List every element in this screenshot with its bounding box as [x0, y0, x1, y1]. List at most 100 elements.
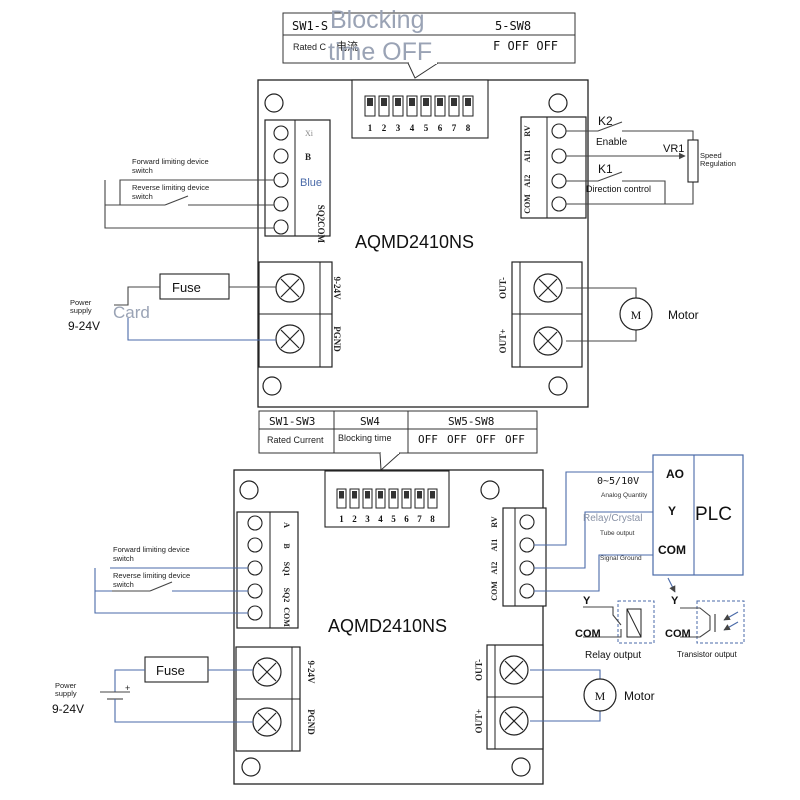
top-settings-table: SW1-S 5-SW8 Rated C 电流 F OFF OFF Blockin… — [282, 6, 576, 79]
bottom-settings-table: SW1-SW3 SW4 SW5-SW8 Rated Current Blocki… — [258, 410, 538, 472]
top-dip-switch-knob — [409, 98, 415, 106]
relay-output-label: Relay output — [585, 650, 641, 661]
top-power-pos-label: 9-24V — [332, 277, 342, 300]
top-motor-symbol: M — [631, 308, 642, 322]
top-dip-switch-knob — [451, 98, 457, 106]
relay-output: Y COM Relay output — [575, 595, 655, 661]
bottom-dip-number: 1 — [339, 514, 344, 524]
top-dip-switch-knob — [465, 98, 471, 106]
top-right-pin-label: AI2 — [523, 175, 532, 188]
top-vr1: VR1 — [663, 143, 684, 155]
bottom-table-off: OFF — [418, 433, 438, 446]
bottom-forward-label: Forward limiting device — [113, 545, 190, 554]
bottom-dip-switch-knob — [352, 491, 357, 499]
top-forward-label: Forward limiting device — [132, 157, 209, 166]
top-right-pin-label: RV — [523, 125, 532, 136]
top-mount-hole — [548, 93, 568, 113]
top-pin-label: Xi — [305, 129, 314, 138]
bottom-right-pin-label: RV — [490, 516, 499, 527]
top-pin-label: SQ2 — [316, 205, 326, 222]
bottom-board-name: AQMD2410NS — [328, 616, 447, 636]
top-dip-switch-knob — [437, 98, 443, 106]
bottom-dip-number: 2 — [352, 514, 357, 524]
bottom-dip-switch-knob — [404, 491, 409, 499]
top-fuse-label: Fuse — [172, 280, 201, 295]
top-control-wiring: K2 Enable VR1 Speed Regulation K1 Direct… — [566, 114, 736, 205]
top-motor-label: Motor — [668, 308, 699, 322]
bottom-reverse-label: Reverse limiting device — [113, 571, 190, 580]
bottom-plus: + — [125, 683, 130, 693]
top-mount-hole — [262, 376, 282, 396]
bottom-motor-symbol: M — [595, 689, 606, 703]
top-dip-switch-knob — [423, 98, 429, 106]
transistor-output-label: Transistor output — [677, 650, 738, 659]
bottom-dip-switch-knob — [378, 491, 383, 499]
top-power-terminal: 9-24V PGND — [258, 261, 342, 368]
bottom-dip-number: 5 — [391, 514, 396, 524]
top-mount-hole — [264, 93, 284, 113]
bottom-mount-hole — [239, 480, 259, 500]
relay-y: Y — [583, 595, 591, 607]
bottom-table-sw4: SW4 — [360, 415, 380, 428]
top-dip-switch-knob — [367, 98, 373, 106]
tube-output: Tube output — [600, 530, 635, 537]
bottom-right-terminal-block: RV AI1 AI2 COM — [490, 507, 547, 607]
bottom-out-plus: OUT+ — [474, 709, 484, 734]
bottom-table-sw5: SW5-SW8 — [448, 415, 494, 428]
bottom-table-off: OFF — [505, 433, 525, 446]
bottom-dip-number: 6 — [404, 514, 409, 524]
bottom-table-blocking: Blocking time — [338, 433, 392, 443]
top-right-terminal-block: RV AI1 AI2 COM — [520, 116, 587, 219]
top-power-label-2: supply — [70, 306, 92, 315]
bottom-table-rated: Rated Current — [267, 435, 324, 445]
top-mount-hole — [548, 376, 568, 396]
top-speed: Speed — [700, 151, 722, 160]
analog-range: 0~5/10V — [597, 476, 639, 487]
top-forward-label-2: switch — [132, 166, 153, 175]
top-voltage: 9-24V — [68, 319, 100, 333]
top-card-overlay: Card — [113, 303, 150, 322]
top-motor: M Motor — [566, 287, 699, 342]
top-table-off: F OFF OFF — [493, 39, 558, 53]
top-reverse-label-2: switch — [132, 192, 153, 201]
top-output-terminal: OUT- OUT+ — [498, 261, 583, 368]
bottom-dip-number: 7 — [417, 514, 422, 524]
bottom-output-terminal: OUT- OUT+ — [474, 644, 544, 750]
bottom-dip-switch-knob — [430, 491, 435, 499]
top-board-name: AQMD2410NS — [355, 232, 474, 252]
bottom-mount-hole — [241, 757, 261, 777]
top-potentiometer — [687, 139, 699, 183]
top-dip-number: 1 — [368, 123, 373, 133]
bottom-pin-label: SQ2 — [282, 588, 291, 603]
top-right-pin-label: AI1 — [523, 150, 532, 163]
analog-quantity: Analog Quantity — [601, 492, 648, 499]
top-limit-wiring: Forward limiting device switch Reverse l… — [104, 157, 274, 229]
top-enable: Enable — [596, 137, 628, 148]
bottom-pin-label: SQ1 — [282, 562, 291, 577]
bottom-limit-wiring: Forward limiting device switch Reverse l… — [94, 545, 248, 614]
trans-com: COM — [665, 628, 691, 640]
top-table-sw-right: 5-SW8 — [495, 19, 531, 33]
plc-label: PLC — [695, 504, 732, 525]
bottom-table-sw1: SW1-SW3 — [269, 415, 315, 428]
top-speed-2: Regulation — [700, 159, 736, 168]
plc-box — [652, 454, 744, 576]
bottom-mount-hole — [480, 480, 500, 500]
top-dip-number: 2 — [382, 123, 387, 133]
trans-y: Y — [671, 595, 679, 607]
bottom-forward-label-2: switch — [113, 554, 134, 563]
top-pin-label: COM — [316, 221, 326, 244]
top-direction: Direction control — [586, 184, 651, 194]
top-pin-label-blue: Blue — [300, 177, 322, 189]
relay-crystal: Relay/Crystal — [583, 513, 642, 524]
bottom-pin-label: B — [282, 543, 291, 549]
bottom-plc: PLC AO Y COM — [652, 454, 744, 576]
top-table-sw-left: SW1-S — [292, 19, 328, 33]
top-diagram: SW1-S 5-SW8 Rated C 电流 F OFF OFF Blockin… — [68, 6, 736, 408]
bottom-dip-number: 4 — [378, 514, 383, 524]
bottom-dip-switch-knob — [417, 491, 422, 499]
bottom-power-pos-label: 9-24V — [306, 661, 316, 684]
top-left-terminal-block: Xi B Blue SQ2 COM — [264, 119, 331, 244]
